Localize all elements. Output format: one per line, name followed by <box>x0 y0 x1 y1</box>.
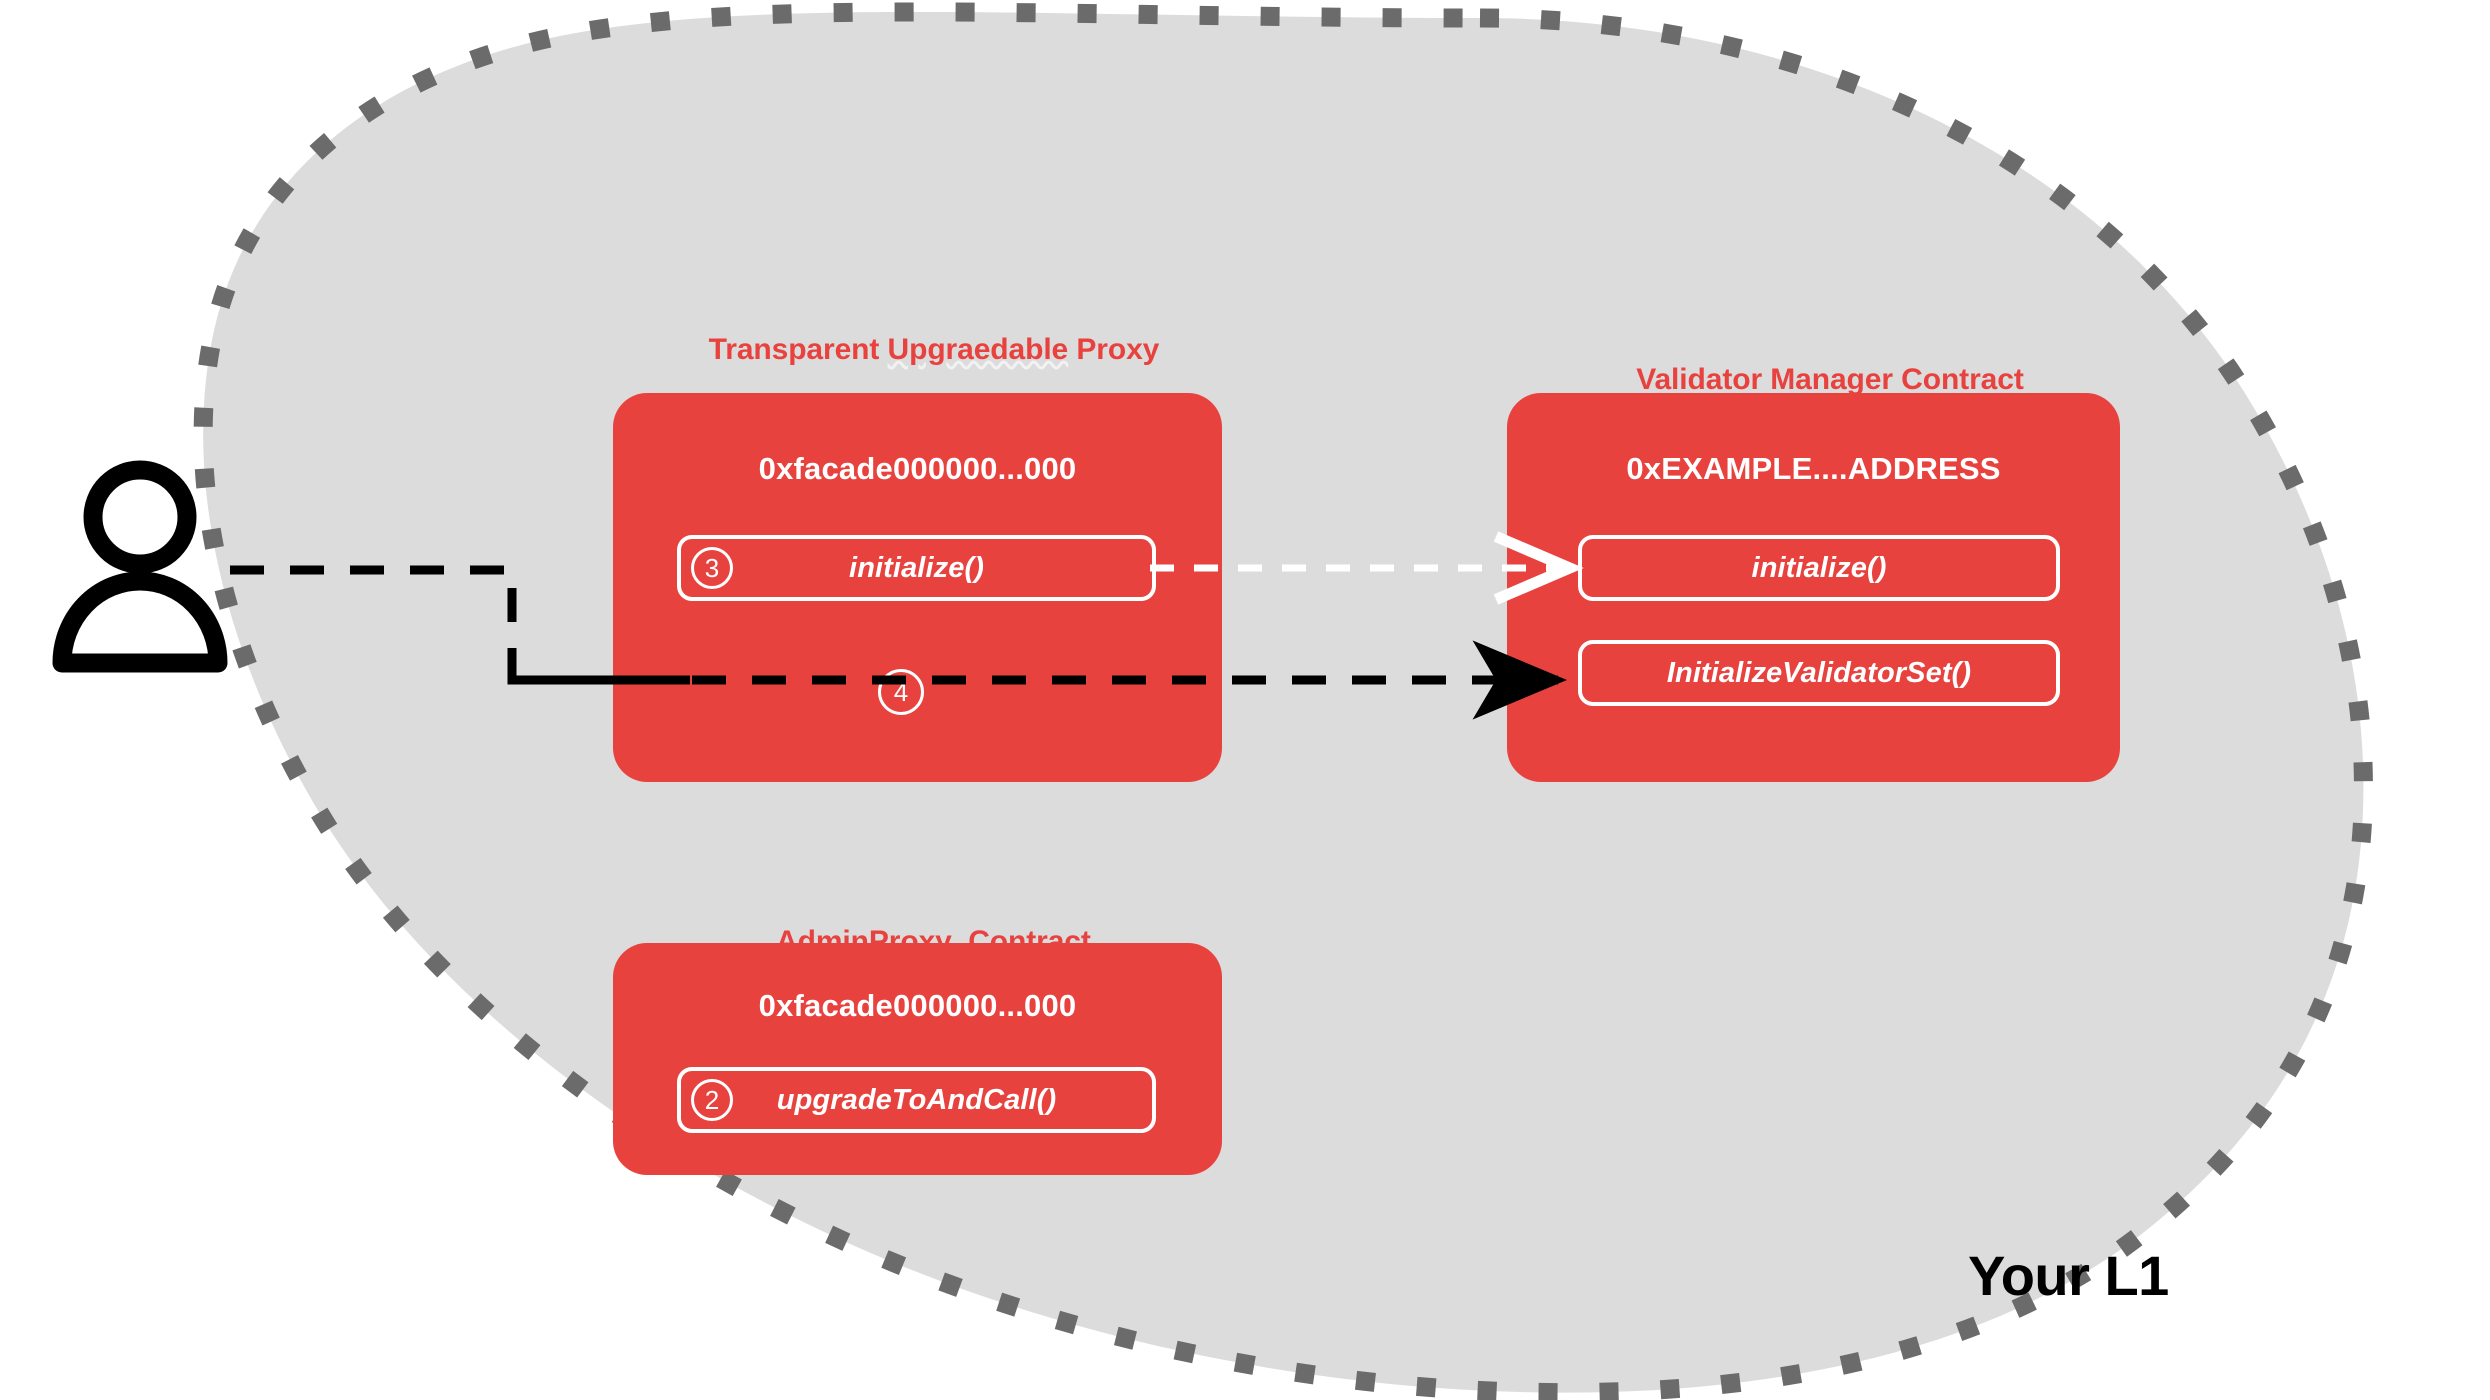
contract-title-validator-manager: Validator Manager Contract <box>1507 325 2120 435</box>
function-label-initialize: initialize() <box>849 551 984 584</box>
contract-box-transparent-upgradeable-proxy[interactable]: 0xfacade000000...000 3 initialize() 4 <box>613 393 1222 782</box>
title-part-a: Transparent <box>708 332 888 366</box>
contract-box-admin-proxy[interactable]: 0xfacade000000...000 2 upgradeToAndCall(… <box>613 943 1222 1175</box>
function-pill-upgrade-to-and-call[interactable]: 2 upgradeToAndCall() <box>677 1067 1156 1133</box>
function-label-initialize-vm: initialize() <box>1751 551 1887 584</box>
function-pill-initialize-validator-set[interactable]: InitializeValidatorSet() <box>1578 640 2060 706</box>
connector-user-to-proxy <box>230 565 690 685</box>
region-label-your-l1: Your L1 <box>1968 1244 2169 1307</box>
step-badge-2: 2 <box>691 1079 733 1121</box>
function-label-upgrade-to-and-call: upgradeToAndCall() <box>776 1083 1057 1116</box>
contract-box-validator-manager[interactable]: 0xEXAMPLE....ADDRESS initialize() Initia… <box>1507 393 2120 782</box>
step-badge-4: 4 <box>878 669 924 715</box>
title-line-1: Validator Manager Contract <box>1636 362 2024 396</box>
function-label-initialize-validator-set: InitializeValidatorSet() <box>1666 656 1972 689</box>
person-icon <box>52 460 228 673</box>
contract-address-validator-manager: 0xEXAMPLE....ADDRESS <box>1626 451 2001 486</box>
contract-address-admin-proxy: 0xfacade000000...000 <box>758 988 1077 1023</box>
user-actor[interactable] <box>40 455 240 685</box>
title-part-b: Proxy <box>1068 332 1160 366</box>
step-badge-3: 3 <box>691 547 733 589</box>
title-misspelled-word: Upgraedable <box>887 332 1069 366</box>
contract-address-transparent-upgradeable-proxy: 0xfacade000000...000 <box>758 451 1077 486</box>
